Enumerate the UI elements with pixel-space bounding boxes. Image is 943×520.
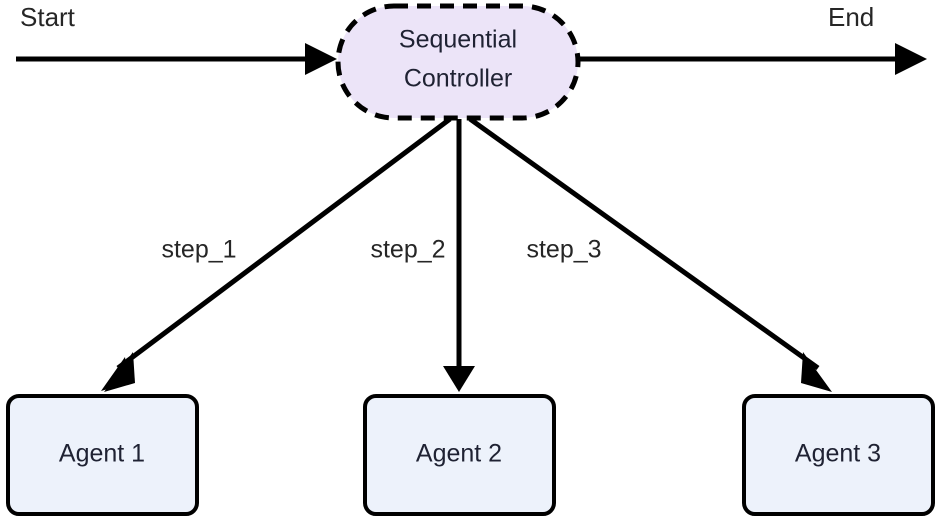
start-edge-arrowhead — [305, 43, 337, 75]
step-1-edge-line — [116, 117, 452, 370]
edge-label-step-2: step_2 — [370, 236, 445, 264]
step-2-arrowhead — [443, 366, 475, 392]
edge-start-to-controller — [16, 43, 337, 75]
edge-controller-to-agent-1 — [101, 117, 452, 392]
controller-label-line1: Sequential — [399, 26, 517, 54]
edge-controller-to-agent-3 — [468, 116, 832, 392]
step-3-edge-line — [468, 116, 820, 371]
step-3-arrowhead — [801, 352, 832, 392]
controller-shape[interactable] — [335, 3, 581, 121]
controller-label-line2: Controller — [404, 65, 512, 93]
agent-2-shape[interactable] — [363, 394, 556, 516]
agent-1-label: Agent 1 — [59, 440, 145, 468]
node-agent-3[interactable]: Agent 3 — [742, 394, 935, 516]
agent-3-label: Agent 3 — [795, 440, 881, 468]
edge-controller-to-end — [578, 43, 927, 75]
end-edge-arrowhead — [895, 43, 927, 75]
edge-controller-to-agent-2 — [443, 119, 475, 392]
step-1-arrowhead-solid — [104, 352, 135, 392]
node-sequential-controller[interactable]: Sequential Controller — [335, 3, 581, 121]
agent-2-label: Agent 2 — [416, 440, 502, 468]
node-agent-1[interactable]: Agent 1 — [6, 394, 199, 516]
edge-label-step-3: step_3 — [526, 236, 601, 264]
agent-1-shape[interactable] — [6, 394, 199, 516]
end-label: End — [828, 2, 874, 32]
edge-label-step-1: step_1 — [161, 236, 236, 264]
start-label: Start — [20, 2, 76, 32]
agent-3-shape[interactable] — [742, 394, 935, 516]
node-agent-2[interactable]: Agent 2 — [363, 394, 556, 516]
